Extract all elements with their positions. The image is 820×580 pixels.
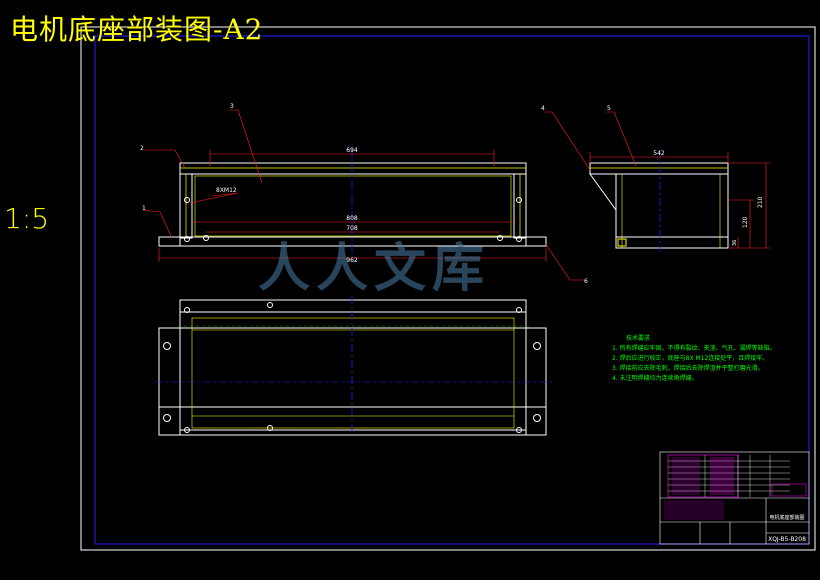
callout-4: 4 — [541, 105, 545, 112]
dim-120: 120 — [742, 216, 749, 228]
notes-heading: 技术要求 — [626, 335, 651, 342]
dim-210: 210 — [757, 196, 764, 208]
notes-line-1: 1. 所有焊缝应牢固，不得有裂纹、夹渣、气孔、漏焊等缺陷。 — [612, 345, 776, 352]
callout-2: 2 — [140, 145, 144, 152]
front-view — [158, 148, 547, 262]
drawing-title: 电机底座部装图-A2 — [10, 13, 264, 46]
callout-1: 1 — [142, 205, 146, 212]
technical-notes: 技术要求 1. 所有焊缝应牢固，不得有裂纹、夹渣、气孔、漏焊等缺陷。 2. 焊后… — [612, 334, 776, 384]
sheet-border — [80, 26, 816, 551]
dim-808: 808 — [346, 215, 358, 222]
bolt-spec-label: 8XM12 — [216, 187, 237, 194]
watermark-logo: 人人文库 — [258, 238, 491, 299]
front-dimensions — [142, 109, 584, 281]
drawing-scale: 1:5 — [4, 202, 50, 235]
dim-694: 694 — [346, 147, 358, 154]
top-view — [155, 296, 552, 440]
drawing-frame — [94, 35, 810, 545]
title-block — [659, 451, 810, 545]
notes-line-2: 2. 焊后应进行校正，底座与8X M12连接处平，且焊接牢。 — [612, 355, 769, 362]
callout-3: 3 — [230, 103, 234, 110]
dim-36: 36 — [732, 240, 738, 246]
notes-line-4: 4. 未注明焊缝均为连续角焊缝。 — [612, 375, 698, 382]
drawing-name: 电机底座部装图 — [769, 514, 804, 521]
dim-708: 708 — [346, 225, 358, 232]
dim-542: 542 — [653, 150, 665, 157]
side-view — [589, 150, 729, 252]
drawing-number: XQJ-B5-B208 — [768, 536, 806, 543]
callout-5: 5 — [607, 105, 611, 112]
side-dimensions — [544, 111, 770, 249]
parts-list — [664, 454, 807, 520]
notes-line-3: 3. 焊接前应去除毛刺，焊接后去除焊渣并平整打磨光滑。 — [612, 365, 764, 372]
callout-6: 6 — [584, 278, 588, 285]
dim-962: 962 — [346, 257, 358, 264]
